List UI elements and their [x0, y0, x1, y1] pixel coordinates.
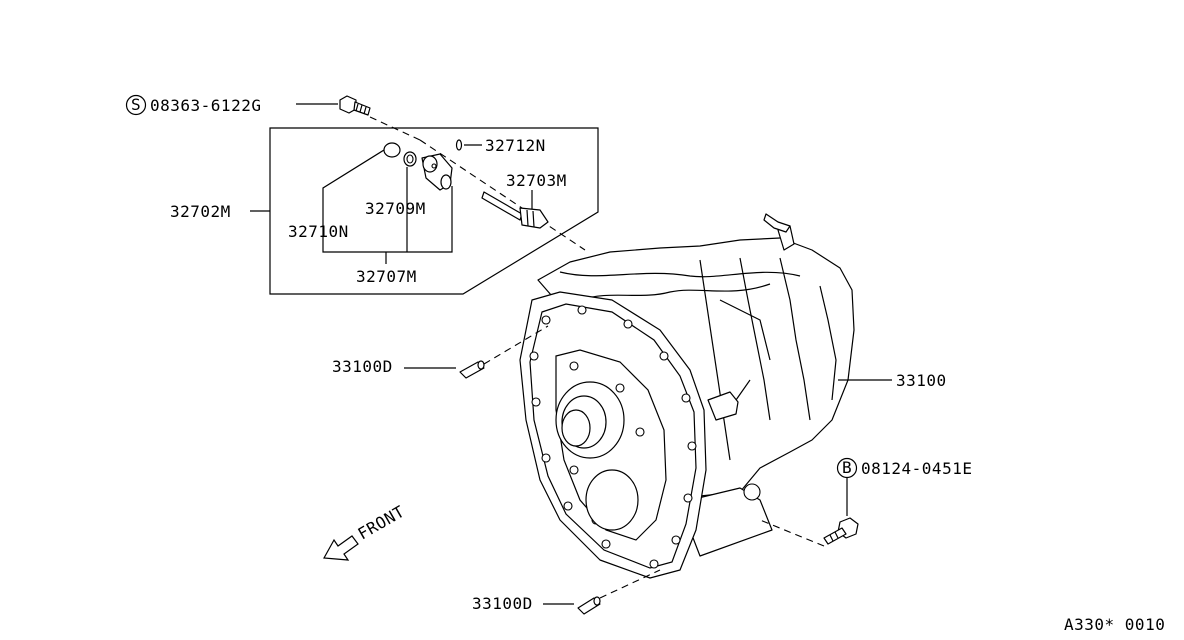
cap-part	[383, 142, 401, 158]
transmission-case	[519, 213, 855, 579]
shaft-label: 32703M	[506, 171, 567, 190]
oring-label: 32712N	[485, 136, 546, 155]
bolt-b-label-group: B 08124-0451E	[836, 457, 972, 516]
kit-dashed-axis	[419, 139, 586, 251]
b-marker-circle	[836, 457, 858, 479]
sleeve-label: 32707M	[356, 267, 417, 286]
case-label: 33100	[896, 371, 947, 390]
bolt-b-label: 08124-0451E	[861, 459, 972, 478]
s-marker-circle	[125, 94, 147, 116]
bolt-s-label: 08363-6122G	[150, 96, 261, 115]
seal-part	[403, 151, 417, 167]
bolt-s-dashed-axis	[369, 116, 421, 141]
dowel-upper-part	[459, 360, 485, 379]
dowel-upper-label: 33100D	[332, 357, 393, 376]
cap-label: 32710N	[288, 222, 349, 241]
cap-sleeve-bracket	[322, 149, 453, 253]
kit-label: 32702M	[170, 202, 231, 221]
front-arrow-icon	[323, 535, 359, 561]
reference-code: A330* 0010	[1064, 615, 1165, 634]
front-label: FRONT	[355, 502, 408, 544]
shaft-part	[481, 191, 549, 229]
dowel-upper-dashed-axis	[483, 325, 549, 365]
dowel-lower-label: 33100D	[472, 594, 533, 613]
flange-bolt-holes	[529, 305, 697, 569]
kit-box-outline	[269, 127, 599, 295]
bolt-b-part	[823, 517, 859, 545]
seal-label: 32709M	[365, 199, 426, 218]
sleeve-part	[421, 153, 453, 191]
dowel-lower-part	[577, 596, 601, 615]
s-marker-text: S	[131, 95, 141, 114]
front-arrow: FRONT	[323, 502, 408, 561]
bolt-s-part	[339, 95, 371, 116]
bolt-s-label-group: S 08363-6122G	[125, 94, 338, 116]
b-marker-text: B	[842, 458, 852, 477]
oring-part	[455, 139, 463, 151]
